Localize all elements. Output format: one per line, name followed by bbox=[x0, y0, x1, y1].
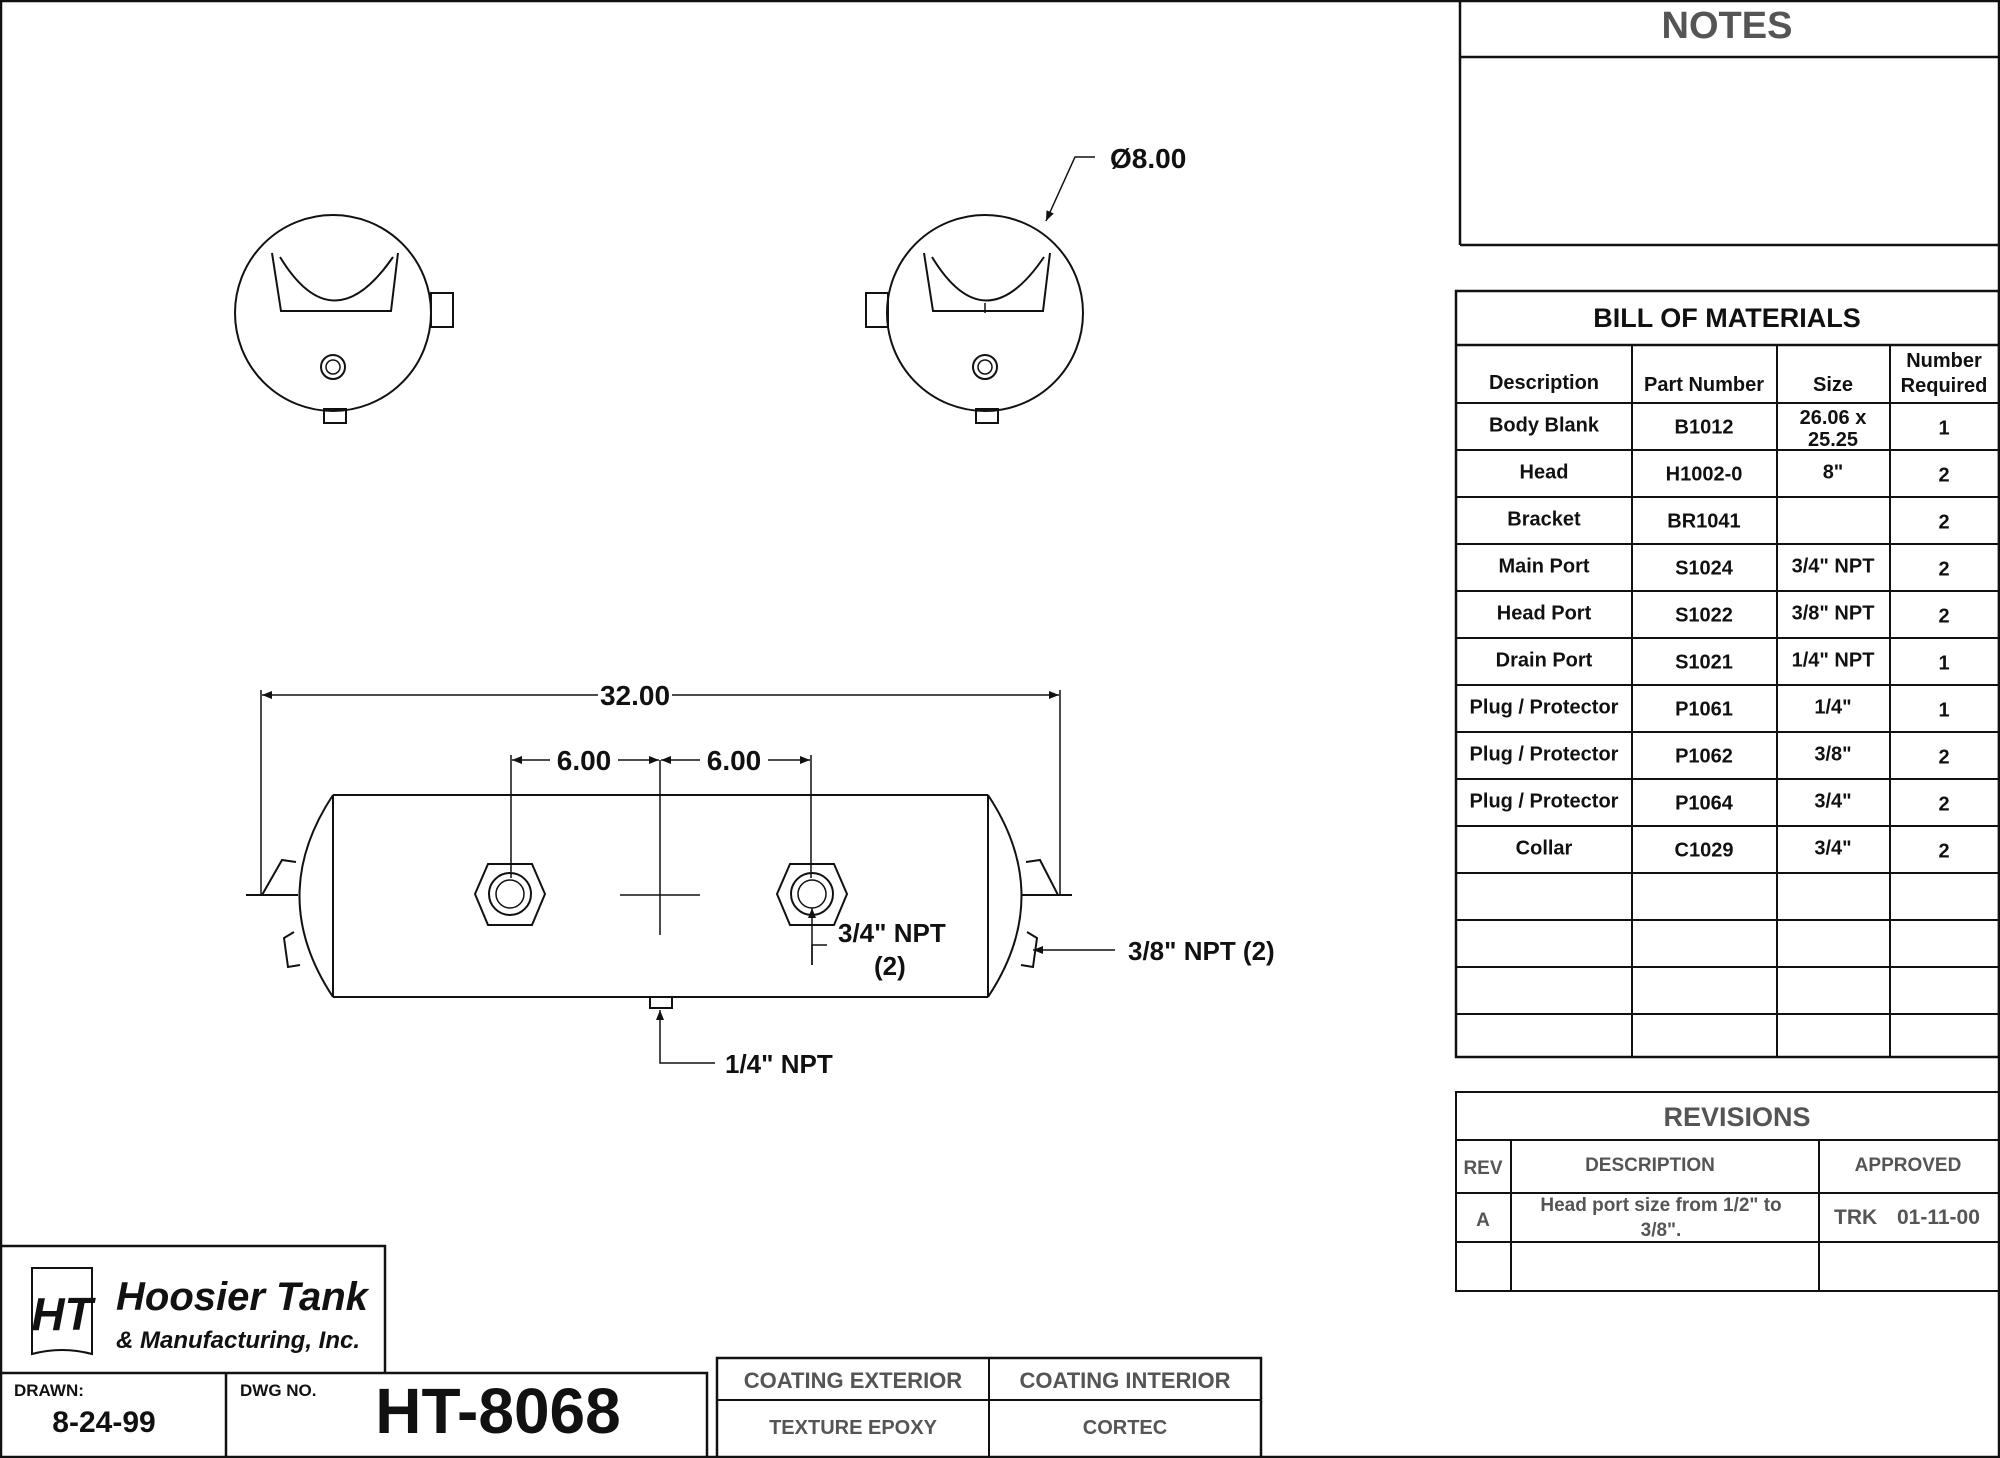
bom-cell-description: Drain Port bbox=[1496, 650, 1593, 672]
bom-cell-size: 8" bbox=[1823, 462, 1844, 484]
revision-approved-date: 01-11-00 bbox=[1897, 1206, 1980, 1229]
bom-cell-description: Main Port bbox=[1498, 556, 1589, 578]
bom-cell-qty: 2 bbox=[1938, 606, 1949, 628]
bom-cell-qty: 1 bbox=[1938, 418, 1949, 440]
head-port-callout: 3/8" NPT (2) bbox=[1033, 936, 1275, 966]
bom-cell-description: Plug / Protector bbox=[1470, 697, 1619, 719]
bom-cell-qty: 2 bbox=[1938, 512, 1949, 534]
bom-cell-size-line2: 25.25 bbox=[1808, 429, 1858, 451]
bill-of-materials: BILL OF MATERIALS Description Part Numbe… bbox=[1454, 289, 2000, 1059]
bom-cell-qty: 2 bbox=[1938, 794, 1949, 816]
revisions-title: REVISIONS bbox=[1663, 1102, 1810, 1132]
revisions-header-approved: APPROVED bbox=[1855, 1155, 1962, 1176]
company-name-line2: & Manufacturing, Inc. bbox=[116, 1327, 360, 1354]
bom-cell-part-number: S1024 bbox=[1675, 558, 1734, 580]
bom-cell-size: 3/8" NPT bbox=[1792, 603, 1875, 625]
notes-title: NOTES bbox=[1662, 5, 1793, 47]
bom-cell-part-number: P1062 bbox=[1675, 746, 1733, 768]
revision-approved-by: TRK bbox=[1834, 1206, 1877, 1229]
dwg-no-label: DWG NO. bbox=[240, 1381, 317, 1400]
end-view-left bbox=[234, 214, 454, 424]
coating-interior-value: CORTEC bbox=[1083, 1417, 1167, 1439]
revisions-header-rev: REV bbox=[1463, 1158, 1502, 1179]
bom-cell-description: Head Port bbox=[1497, 603, 1592, 625]
title-block: HT Hoosier Tank & Manufacturing, Inc. DR… bbox=[1, 1244, 709, 1457]
main-port-callout: 3/4" NPT (2) bbox=[808, 908, 946, 981]
bom-cell-size: 1/4" bbox=[1814, 697, 1851, 719]
port-spacing-dimension: 6.00 6.00 bbox=[510, 745, 812, 878]
bom-cell-size: 3/4" NPT bbox=[1792, 556, 1875, 578]
bom-cell-size: 1/4" NPT bbox=[1792, 650, 1875, 672]
bom-cell-qty: 2 bbox=[1938, 747, 1949, 769]
coating-exterior-value: TEXTURE EPOXY bbox=[769, 1417, 937, 1439]
bom-cell-description: Plug / Protector bbox=[1470, 791, 1619, 813]
revision-rev: A bbox=[1476, 1210, 1490, 1231]
bom-cell-part-number: B1012 bbox=[1675, 417, 1734, 439]
bom-header-part: Part Number bbox=[1644, 374, 1764, 396]
bom-header-qty-line1: Number bbox=[1906, 350, 1982, 372]
bom-cell-description: Collar bbox=[1516, 838, 1573, 860]
coating-exterior-label: COATING EXTERIOR bbox=[744, 1368, 962, 1393]
bom-cell-part-number: P1064 bbox=[1675, 793, 1734, 815]
bom-header-qty-line2: Required bbox=[1901, 375, 1988, 397]
overall-length-label: 32.00 bbox=[600, 680, 670, 711]
bom-cell-size: 3/4" bbox=[1814, 838, 1851, 860]
coating-interior-label: COATING INTERIOR bbox=[1019, 1368, 1230, 1393]
bom-cell-part-number: C1029 bbox=[1675, 840, 1734, 862]
drawing-number: HT-8068 bbox=[375, 1375, 620, 1447]
bom-cell-qty: 2 bbox=[1938, 465, 1949, 487]
bom-cell-part-number: S1021 bbox=[1675, 652, 1733, 674]
bom-cell-part-number: BR1041 bbox=[1667, 511, 1740, 533]
bom-title: BILL OF MATERIALS bbox=[1593, 303, 1860, 333]
diameter-dimension: Ø8.00 bbox=[1045, 143, 1186, 222]
end-view-right bbox=[865, 214, 1084, 424]
head-port-callout-label: 3/8" NPT (2) bbox=[1128, 936, 1275, 966]
drain-port-callout-label: 1/4" NPT bbox=[725, 1049, 833, 1079]
bom-header-size: Size bbox=[1813, 374, 1853, 396]
main-port-qty-label: (2) bbox=[874, 951, 906, 981]
revision-description-line1: Head port size from 1/2" to bbox=[1540, 1195, 1781, 1216]
diameter-label: Ø8.00 bbox=[1110, 143, 1186, 174]
drain-port-callout: 1/4" NPT bbox=[656, 1010, 833, 1079]
bom-cell-size: 3/8" bbox=[1814, 744, 1851, 766]
bom-cell-description: Head bbox=[1520, 462, 1569, 484]
drawn-label: DRAWN: bbox=[14, 1381, 84, 1400]
side-view bbox=[246, 760, 1072, 1009]
company-name-line1: Hoosier Tank bbox=[116, 1275, 370, 1319]
bom-cell-description: Plug / Protector bbox=[1470, 744, 1619, 766]
coating-block: COATING EXTERIOR COATING INTERIOR TEXTUR… bbox=[715, 1356, 1263, 1457]
bom-cell-description: Body Blank bbox=[1489, 415, 1600, 437]
overall-length-dimension: 32.00 bbox=[260, 680, 1061, 895]
bom-cell-part-number: H1002-0 bbox=[1666, 464, 1743, 486]
revisions-header-description: DESCRIPTION bbox=[1585, 1155, 1715, 1176]
logo-monogram: HT bbox=[31, 1288, 96, 1340]
drawn-date: 8-24-99 bbox=[52, 1406, 155, 1439]
bom-cell-qty: 1 bbox=[1938, 700, 1949, 722]
bom-cell-description: Bracket bbox=[1507, 509, 1581, 531]
notes-panel: NOTES bbox=[1458, 1, 1999, 247]
bom-cell-qty: 1 bbox=[1938, 653, 1949, 675]
bom-cell-size: 3/4" bbox=[1814, 791, 1851, 813]
spacing-right-label: 6.00 bbox=[707, 745, 762, 776]
bom-header-description: Description bbox=[1489, 372, 1599, 394]
bom-cell-part-number: P1061 bbox=[1675, 699, 1733, 721]
bom-cell-qty: 2 bbox=[1938, 841, 1949, 863]
bom-cell-size-line1: 26.06 x bbox=[1800, 407, 1867, 429]
main-port-callout-label: 3/4" NPT bbox=[838, 918, 946, 948]
revision-description-line2: 3/8". bbox=[1641, 1220, 1682, 1241]
bom-cell-qty: 2 bbox=[1938, 559, 1949, 581]
spacing-left-label: 6.00 bbox=[557, 745, 612, 776]
company-logo: HT bbox=[31, 1267, 97, 1356]
revisions-table: REVISIONS REV DESCRIPTION APPROVED A Hea… bbox=[1455, 1091, 2000, 1292]
bom-cell-part-number: S1022 bbox=[1675, 605, 1733, 627]
